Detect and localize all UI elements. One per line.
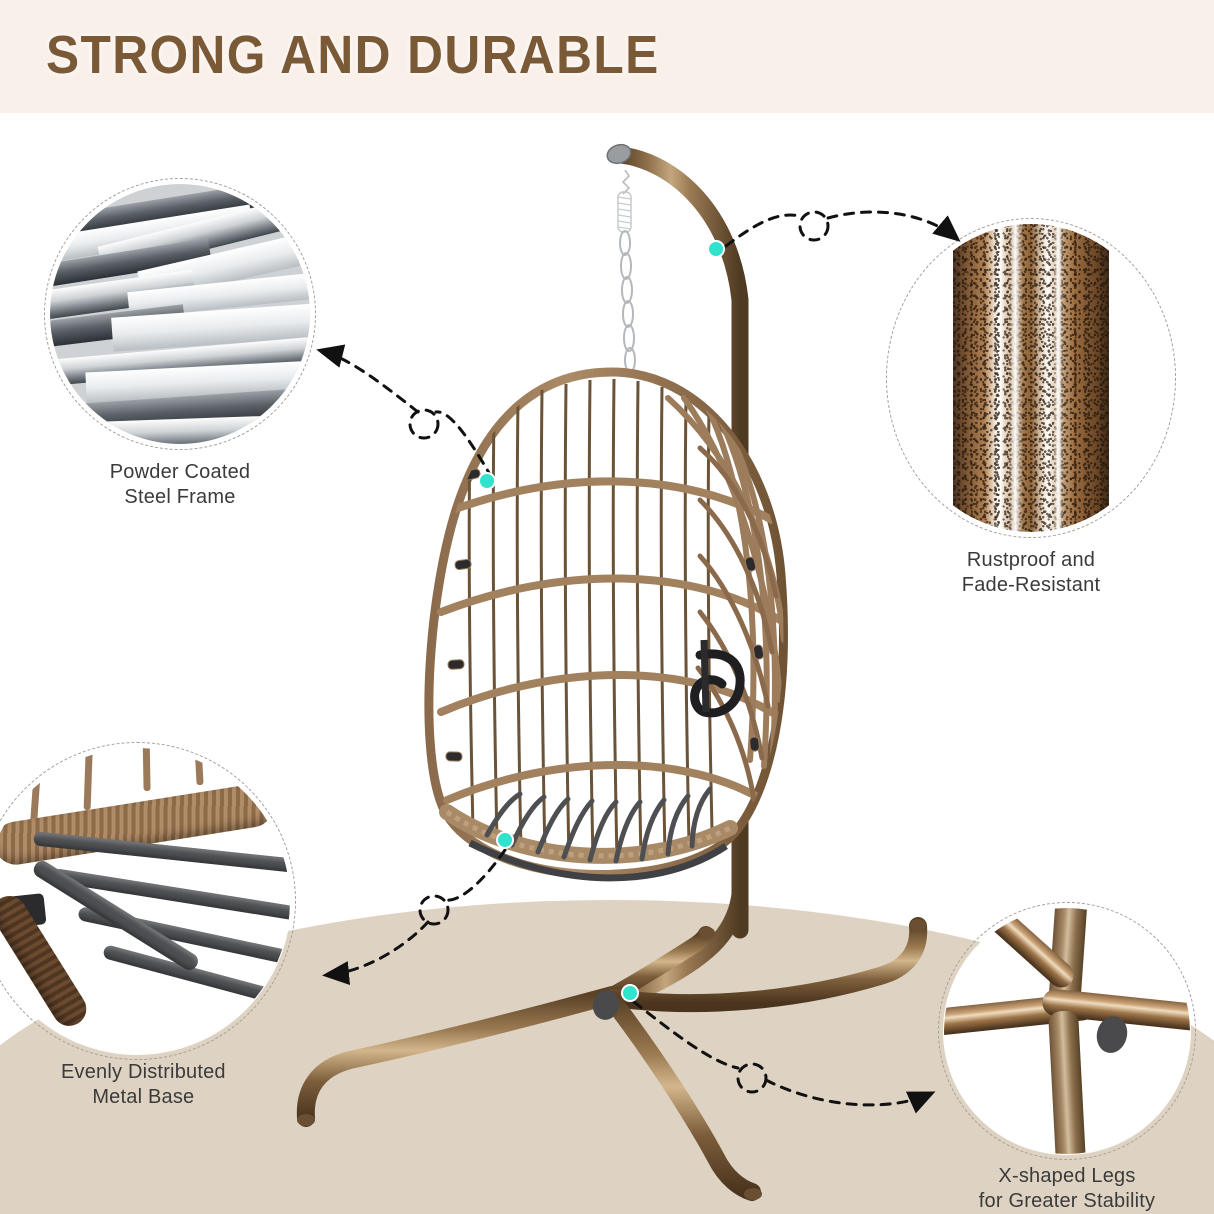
page-title: STRONG AND DURABLE	[46, 25, 660, 85]
caption-line-1: Powder Coated	[109, 461, 251, 483]
marker-seat-base[interactable]	[496, 831, 514, 849]
caption-line-2: Metal Base	[92, 1086, 195, 1108]
feature-rustproof-fade-resistant[interactable]: Rustproof and Fade-Resistant	[886, 218, 1176, 596]
caption-line-1: Rustproof and	[966, 549, 1096, 571]
feature-caption: Evenly Distributed Metal Base	[61, 1060, 226, 1110]
x-leg-junction-photo	[944, 908, 1190, 1154]
bronze-powder-coated-tube-photo	[892, 224, 1170, 532]
caption-line-2: Fade-Resistant	[961, 574, 1101, 596]
feature-x-shaped-legs[interactable]: X-shaped Legs for Greater Stability	[938, 902, 1196, 1212]
leader-top-left-b	[316, 344, 420, 414]
caption-line-1: Evenly Distributed	[60, 1061, 226, 1083]
marker-chair-frame[interactable]	[478, 472, 496, 490]
feature-evenly-distributed-metal-base[interactable]: Evenly Distributed Metal Base	[0, 742, 296, 1108]
feature-caption: Rustproof and Fade-Resistant	[962, 548, 1100, 598]
caption-line-2: for Greater Stability	[978, 1190, 1156, 1212]
header-band	[0, 0, 1214, 113]
wicker-rim-metal-bars-photo	[0, 748, 290, 1054]
leader-loop-top-right	[798, 210, 830, 242]
marker-stand-pole[interactable]	[707, 240, 725, 258]
marker-x-legs[interactable]	[621, 984, 639, 1002]
stacked-steel-plates-photo	[50, 184, 310, 444]
caption-line-1: X-shaped Legs	[998, 1165, 1136, 1187]
leader-top-right-a	[724, 213, 802, 248]
leader-loop-top-left	[408, 408, 440, 440]
feature-caption: X-shaped Legs for Greater Stability	[979, 1164, 1156, 1214]
feature-powder-coated-steel-frame[interactable]: Powder Coated Steel Frame	[44, 178, 316, 508]
leader-bottom-left-a	[444, 848, 507, 902]
feature-caption: Powder Coated Steel Frame	[110, 460, 250, 510]
caption-line-2: Steel Frame	[124, 486, 236, 508]
leader-top-left-a	[434, 410, 494, 480]
